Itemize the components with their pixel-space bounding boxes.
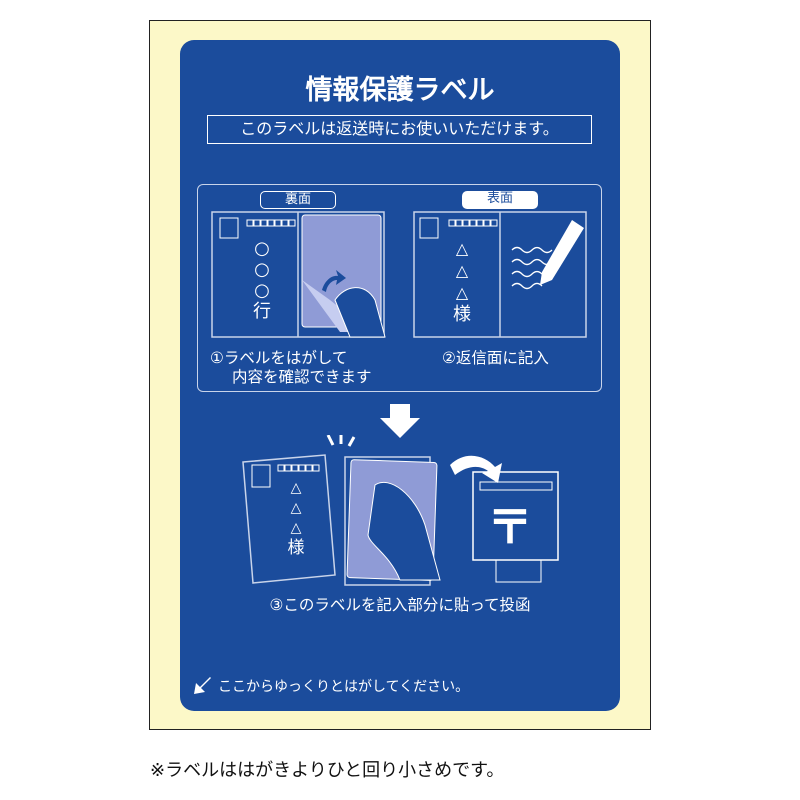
peel-hint: ここからゆっくりとはがしてください。 (218, 679, 470, 695)
step-1-line1: ①ラベルをはがして (210, 349, 348, 367)
footnote: ※ラベルははがきよりひと回り小さめです。 (150, 760, 505, 781)
info-protection-label: 情報保護ラベル このラベルは返送時にお使いいただけます。 裏面 ○ ○ ○ 行 … (180, 40, 620, 711)
back-side-tag: 裏面 (260, 191, 336, 209)
label-subtitle: このラベルは返送時にお使いいただけます。 (207, 115, 592, 144)
label-title: 情報保護ラベル (305, 75, 495, 106)
address-char: △ (455, 283, 469, 302)
step-3-illustration (242, 435, 559, 586)
address-char: △ (455, 261, 469, 280)
address-char: 様 (287, 538, 305, 558)
step3-address-chars: △ △ △ 様 (285, 478, 307, 558)
postal-mark-icon: 〒 (487, 500, 533, 554)
step-3-label: ③このラベルを記入部分に貼って投函 (269, 596, 531, 614)
address-char: △ (290, 480, 302, 496)
step-1-label: ①ラベルをはがして 内容を確認できます (210, 349, 372, 387)
address-char: 行 (253, 301, 271, 322)
step-1-line2: 内容を確認できます (232, 368, 372, 386)
instruction-box (197, 184, 602, 392)
step-2-label: ②返信面に記入 (442, 349, 549, 367)
postcard-front-illustration (413, 211, 587, 338)
peel-arrow-icon (194, 677, 211, 694)
address-char: △ (290, 500, 302, 516)
address-char: ○ (254, 259, 270, 280)
address-char: △ (290, 520, 302, 536)
address-char: ○ (254, 280, 270, 301)
postcard-back-illustration (211, 211, 386, 338)
address-char: ○ (254, 238, 270, 259)
front-address-chars: △ △ △ 様 (452, 238, 472, 326)
address-char: 様 (453, 304, 471, 325)
down-arrow-icon (380, 404, 420, 438)
back-address-chars: ○ ○ ○ 行 (252, 238, 272, 322)
address-char: △ (455, 239, 469, 258)
front-side-tag: 表面 (462, 191, 538, 209)
